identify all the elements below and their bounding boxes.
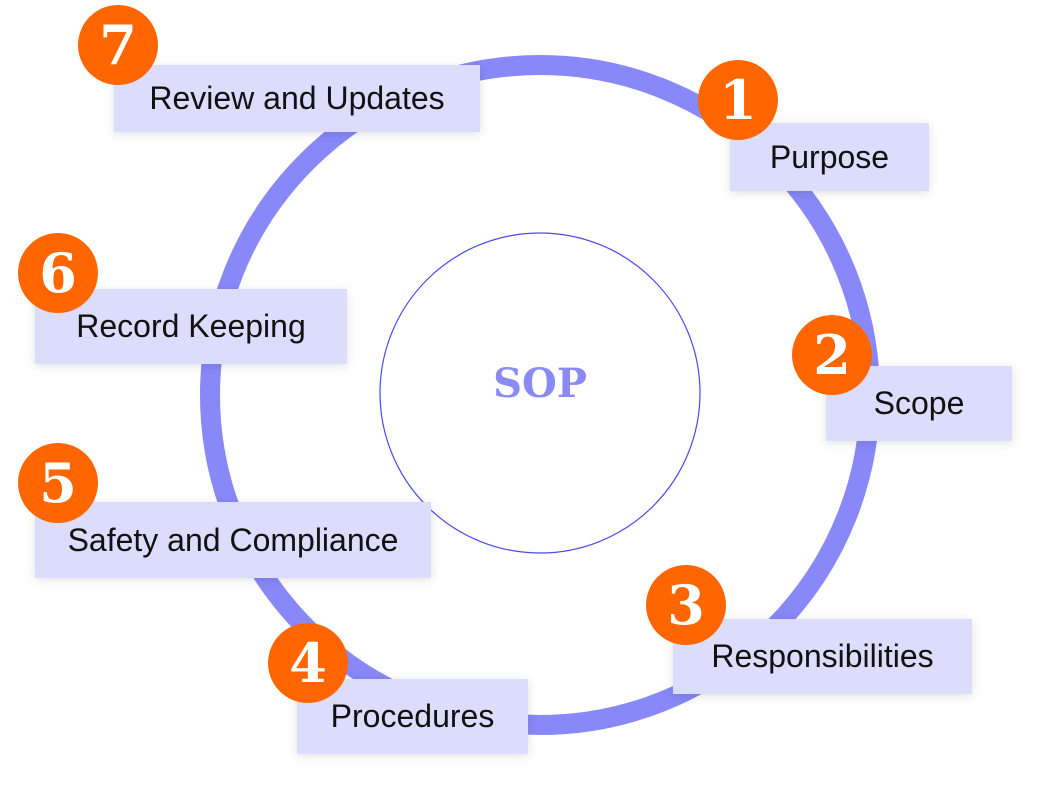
step-box-purpose: Purpose — [730, 123, 929, 191]
step-number-badge-5: 5 — [18, 443, 98, 523]
step-number-badge-3: 3 — [646, 565, 726, 645]
inner-circle — [379, 232, 701, 554]
center-label: SOP — [493, 360, 587, 407]
step-number-badge-7: 7 — [78, 5, 158, 85]
step-box-record-keeping: Record Keeping — [35, 289, 347, 364]
step-number-badge-6: 6 — [18, 233, 98, 313]
step-box-responsibilities: Responsibilities — [673, 619, 972, 694]
step-box-review-and-updates: Review and Updates — [114, 65, 480, 132]
step-number-badge-2: 2 — [792, 315, 872, 395]
step-box-safety-and-compliance: Safety and Compliance — [35, 502, 431, 578]
step-box-scope: Scope — [826, 366, 1012, 441]
step-number-badge-1: 1 — [698, 60, 778, 140]
step-number-badge-4: 4 — [268, 623, 348, 703]
